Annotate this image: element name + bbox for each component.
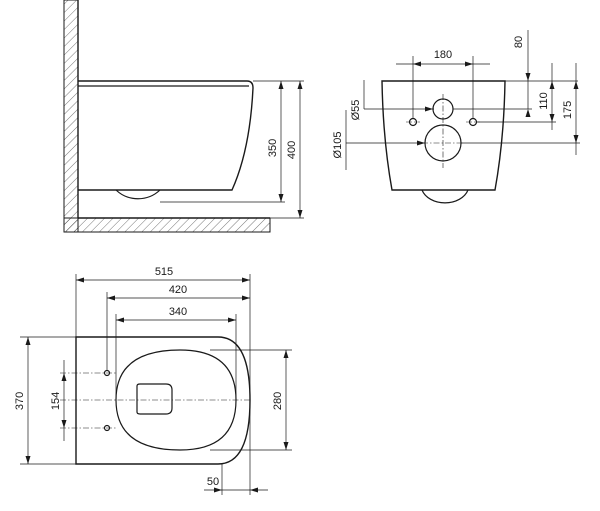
dim-350-label: 350 — [267, 139, 279, 157]
dim-110-label: 110 — [538, 92, 550, 110]
dim-d55-label: Ø55 — [350, 100, 362, 121]
dim-154-label: 154 — [50, 392, 62, 410]
top-body — [75, 336, 251, 465]
dim-420-label: 420 — [169, 284, 187, 296]
dim-50-label: 50 — [207, 476, 219, 488]
rear-body — [381, 80, 506, 191]
dim-370-label: 370 — [14, 392, 26, 410]
rear-outlet-arc — [421, 189, 469, 204]
floor — [63, 217, 271, 233]
dim-180-label: 180 — [434, 49, 452, 61]
dim-175-label: 175 — [562, 101, 574, 119]
dim-340-label: 340 — [169, 306, 187, 318]
rear-view: 180 80 110 175 Ø55 Ø105 — [332, 30, 580, 204]
wall — [63, 0, 79, 233]
top-view: 515 420 340 370 154 280 — [14, 266, 292, 495]
bowl-profile — [78, 80, 254, 191]
dim-515-label: 515 — [155, 266, 173, 278]
side-view: 350 400 — [63, 0, 304, 233]
dim-400-label: 400 — [286, 141, 298, 159]
bowl-opening — [136, 383, 173, 415]
dim-280-label: 280 — [272, 392, 284, 410]
outlet-arc — [115, 189, 161, 200]
dim-80-label: 80 — [513, 36, 525, 48]
dim-d105-label: Ø105 — [332, 132, 344, 159]
